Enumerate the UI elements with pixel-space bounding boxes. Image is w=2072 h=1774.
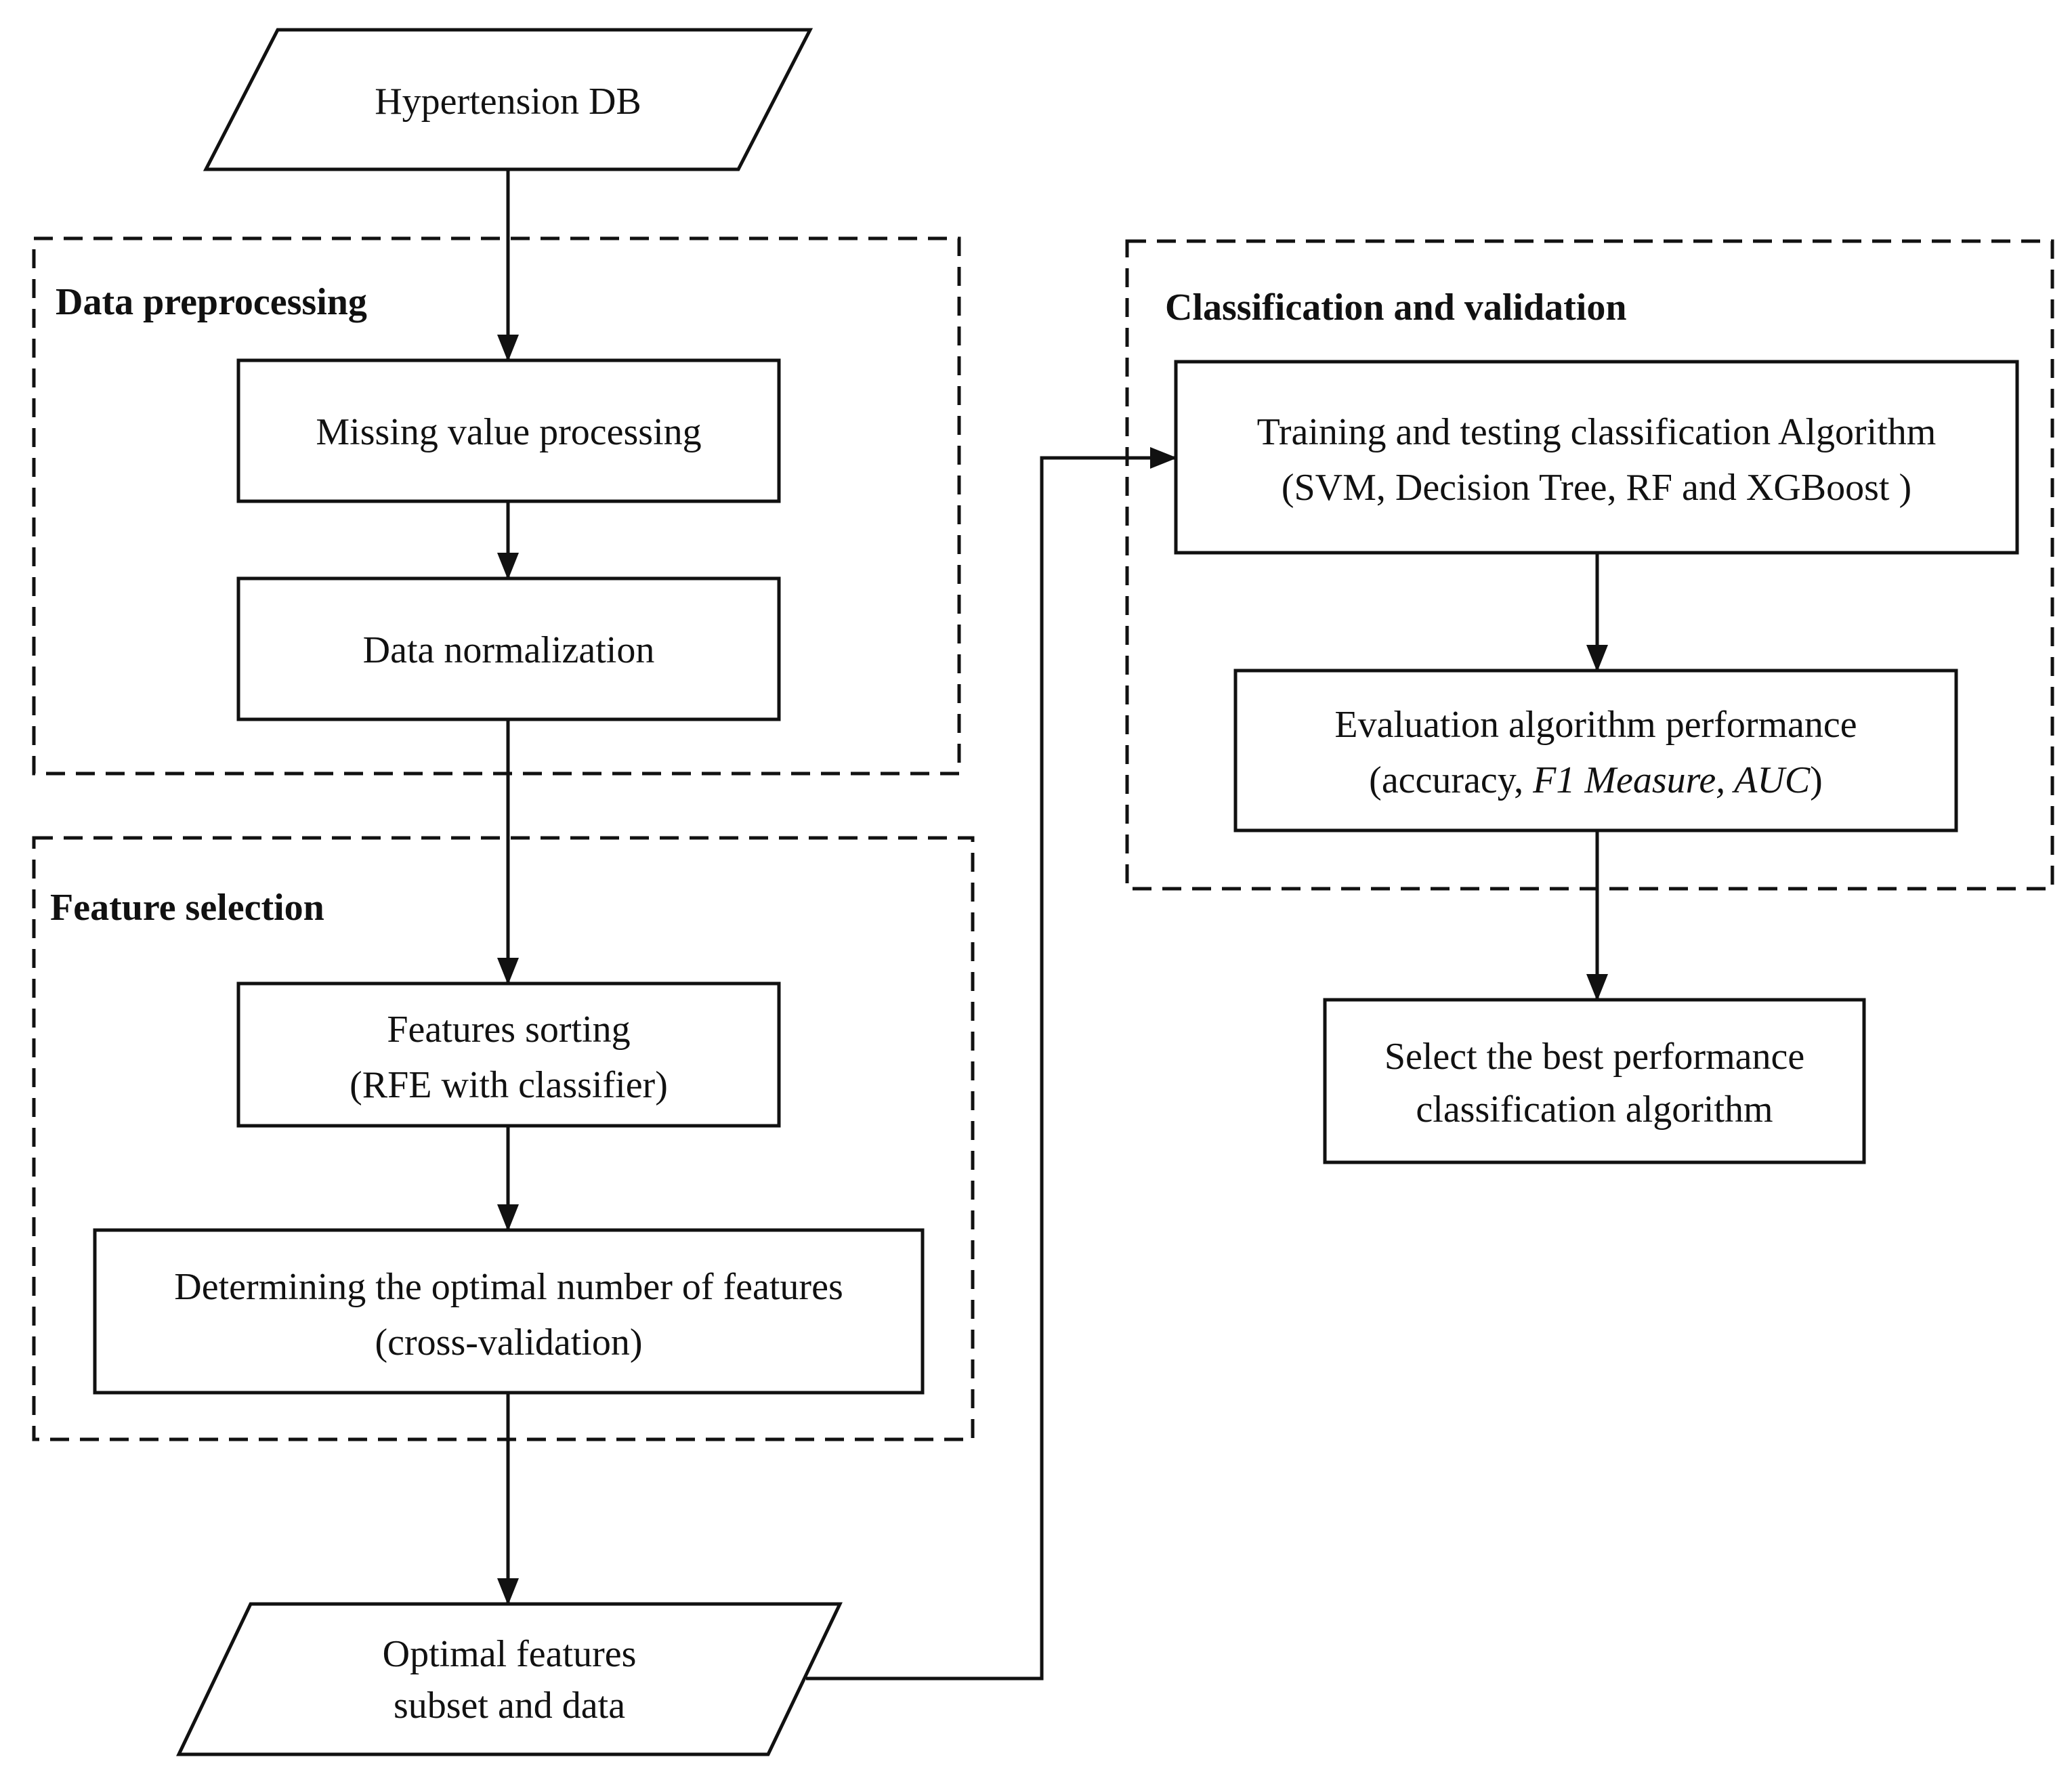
- node-missing-value-processing: Missing value processing: [236, 358, 781, 503]
- parallelogram-shape: [203, 28, 813, 171]
- node-label: Missing value processing: [316, 411, 701, 453]
- node-label-line1: Select the best performance: [1384, 1036, 1804, 1078]
- node-label: Data normalization: [363, 629, 655, 671]
- node-label: Hypertension DB: [375, 81, 641, 123]
- process-box: [236, 358, 781, 503]
- node-label-line2: subset and data: [394, 1685, 625, 1727]
- node-training-testing: Training and testing classification Algo…: [1174, 360, 2019, 555]
- node-label-line2: (SVM, Decision Tree, RF and XGBoost ): [1282, 467, 1911, 509]
- metrics-close: ): [1810, 759, 1823, 801]
- node-label-line2: (cross-validation): [375, 1322, 643, 1364]
- group-feature-selection: Feature selection: [32, 836, 975, 1441]
- node-label-line1: Training and testing classification Algo…: [1257, 411, 1937, 453]
- group-title: Data preprocessing: [56, 281, 367, 323]
- edges: [497, 169, 1608, 1681]
- metrics-italic: F1 Measure, AUC: [1532, 759, 1811, 801]
- process-box: [1323, 998, 1866, 1164]
- group-data-preprocessing: Data preprocessing: [32, 236, 961, 776]
- process-box: [236, 981, 781, 1128]
- node-label-line1: Determining the optimal number of featur…: [174, 1266, 843, 1308]
- node-label-line1: Optimal features: [383, 1633, 637, 1675]
- node-select-best-algorithm: Select the best performance classificati…: [1323, 998, 1866, 1164]
- process-box: [1233, 669, 1958, 832]
- group-classification-validation: Classification and validation: [1125, 239, 2054, 891]
- edge-subset-to-training: [806, 447, 1177, 1681]
- node-label-line2: classification algorithm: [1416, 1089, 1773, 1131]
- group-border: [32, 236, 961, 776]
- process-box: [93, 1228, 925, 1395]
- group-border: [1125, 239, 2054, 891]
- parallelogram-shape: [176, 1602, 843, 1756]
- node-label-line1: Features sorting: [387, 1009, 630, 1051]
- node-label-line2: (RFE with classifier): [350, 1064, 668, 1106]
- node-hypertension-db: Hypertension DB: [203, 28, 813, 171]
- node-features-sorting: Features sorting (RFE with classifier): [236, 981, 781, 1128]
- process-box: [1174, 360, 2019, 555]
- metrics-open: (accuracy,: [1369, 759, 1533, 801]
- process-box: [236, 576, 781, 721]
- node-data-normalization: Data normalization: [236, 576, 781, 721]
- group-border: [32, 836, 975, 1441]
- node-optimal-number-of-features: Determining the optimal number of featur…: [93, 1228, 925, 1395]
- node-evaluation-performance: Evaluation algorithm performance (accura…: [1233, 669, 1958, 832]
- group-title: Feature selection: [50, 887, 324, 929]
- node-optimal-features-subset: Optimal features subset and data: [176, 1602, 843, 1756]
- group-title: Classification and validation: [1165, 287, 1626, 329]
- node-label-line2: (accuracy, F1 Measure, AUC): [1369, 759, 1823, 801]
- node-label-line1: Evaluation algorithm performance: [1334, 704, 1857, 746]
